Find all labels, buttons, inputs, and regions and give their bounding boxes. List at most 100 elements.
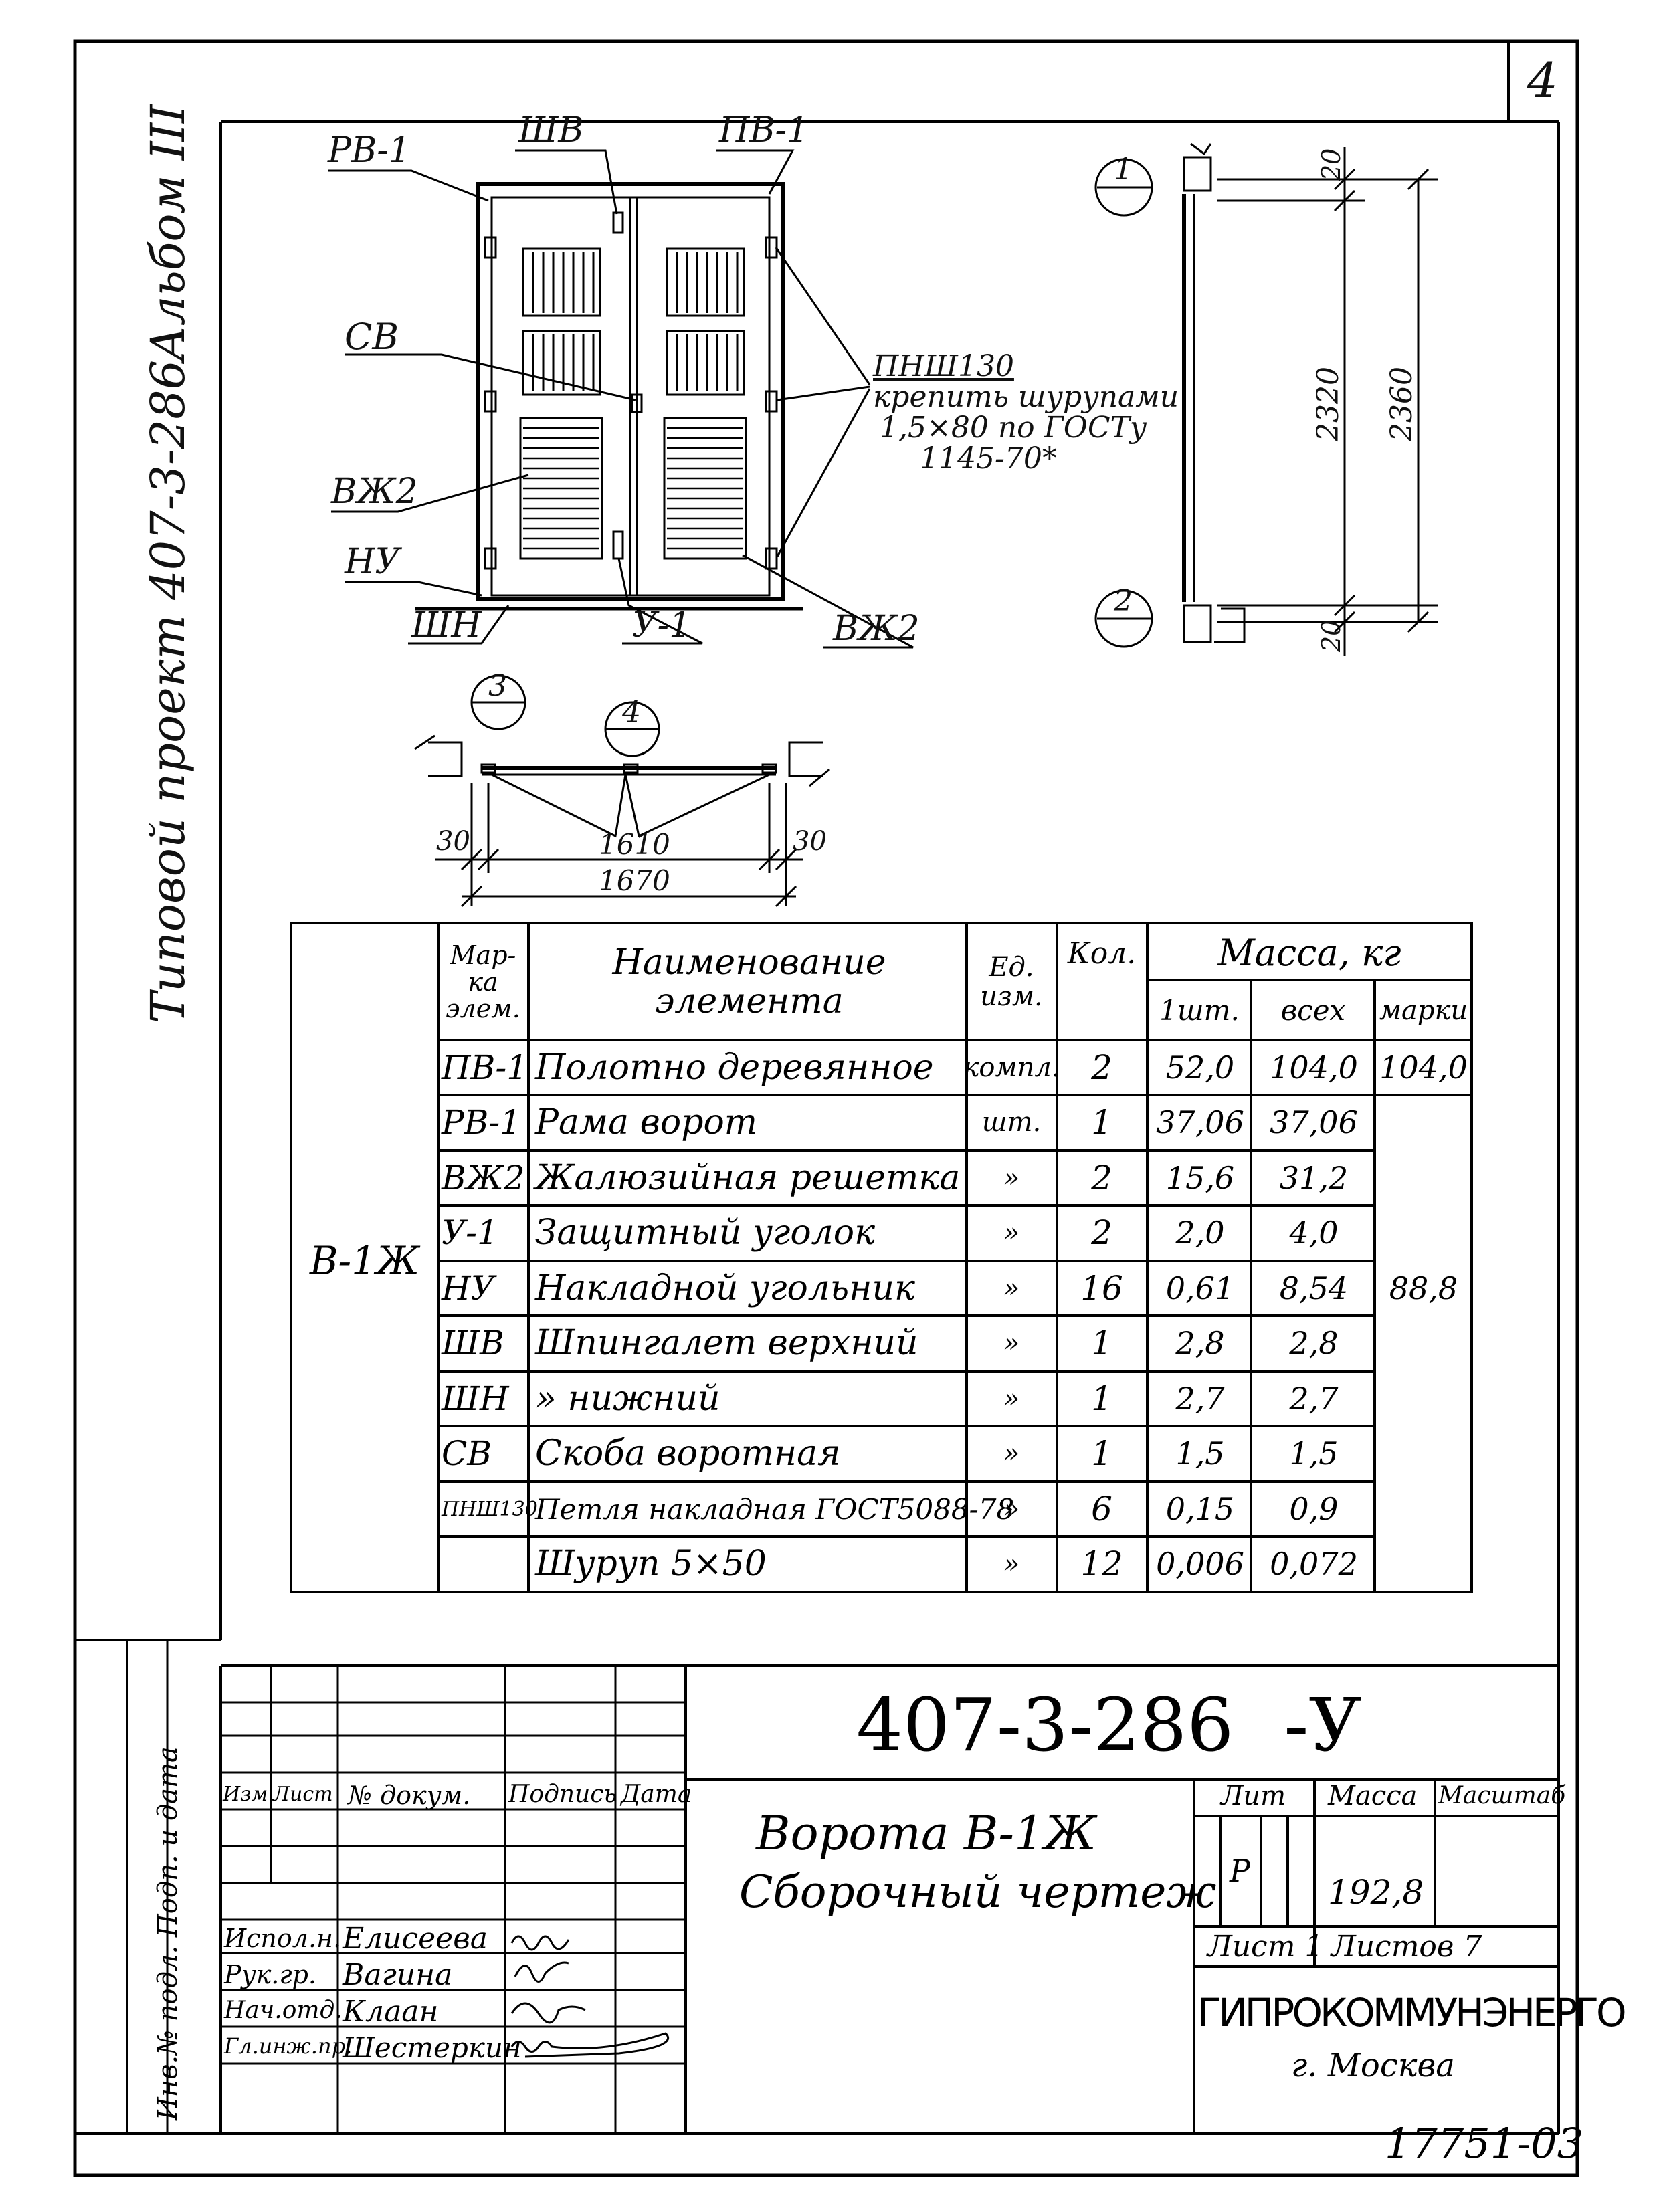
hinge-note-line-1: ПНШ130 [873,349,1014,383]
spec-cell-all: 104,0 [1270,1049,1358,1086]
title-line-1: Ворота В-1Ж [756,1806,1097,1861]
label-u1: У-1 [632,605,692,645]
col-izm: Изм. [223,1783,274,1806]
mass-value: 192,8 [1328,1873,1424,1912]
spec-cell-all: 31,2 [1279,1160,1349,1196]
label-sv: СВ [345,316,399,358]
hinge-note-line-3: 1,5×80 по ГОСТу [880,411,1147,445]
spec-cell-mark: РВ-1 [442,1103,522,1142]
doc-code-main: 407-3-286 [856,1682,1234,1768]
header-mass-mark: марки [1379,995,1468,1026]
doc-code-suffix: -У [1284,1682,1362,1768]
label-vzh2-right: ВЖ2 [833,609,920,649]
title-block-grid [219,1664,1559,2134]
footer-number: 17751-03 [1385,2119,1584,2168]
header-name: Наименование элемента [612,942,886,1021]
spec-cell-mark: НУ [442,1269,495,1308]
spec-cell-mark: У-1 [442,1213,498,1252]
spec-cell-name: Шуруп 5×50 [535,1544,767,1584]
header-qty: Кол. [1067,936,1137,971]
person-name: Елисеева [343,1922,488,1956]
spec-cell-mark [442,1536,527,1591]
spec-cell-unit: » [1003,1383,1020,1414]
header-mass: Масса, кг [1217,931,1401,974]
spec-cell-unit: » [1003,1163,1020,1193]
spec-cell-all: 8,54 [1279,1270,1349,1306]
spec-cell-name: Накладной угольник [535,1268,916,1308]
spec-cell-all: 2,7 [1289,1381,1339,1417]
spec-cell-unit: » [1003,1548,1020,1579]
spec-cell-all: 0,072 [1270,1546,1358,1582]
dim-20-bottom-text: 20 [1316,619,1346,652]
label-vzh2-left: ВЖ2 [331,472,418,512]
label-nu: НУ [345,542,400,582]
spec-cell-name: Жалюзийная решетка [535,1158,961,1198]
section-marker-1: 1 [1114,153,1133,187]
spec-cell-one: 37,06 [1156,1104,1244,1140]
side-label-text: Типовой проект 407-3-286 [140,359,195,1023]
section-marker-4: 4 [622,696,641,730]
spec-cell-mark: ВЖ2 [442,1159,525,1197]
spec-cell-name: » нижний [535,1379,720,1419]
spec-cell-name: Шпингалет верхний [535,1323,918,1363]
spec-cell-unit: » [1003,1217,1020,1248]
spec-cell-name: Полотно деревянное [535,1047,934,1088]
header-unit: Ед. изм. [980,951,1043,1012]
spec-cell-one: 52,0 [1165,1049,1235,1086]
spec-cell-qty: 1 [1091,1434,1112,1473]
label-rv1: РВ-1 [328,130,411,171]
section-marker-3: 3 [488,669,507,703]
spec-cell-all: 0,9 [1289,1491,1339,1527]
section-marker-2: 2 [1114,584,1133,618]
spec-cell-qty: 6 [1091,1490,1112,1528]
hinge-note-line-4: 1145-70* [920,441,1057,476]
spec-cell-one: 2,8 [1175,1325,1225,1361]
side-stamp-text: Инв.№ подл. Подп. и дата [153,1746,183,2120]
person-role: Рук.гр. [224,1960,316,1989]
spec-cell-one: 0,15 [1165,1491,1235,1527]
doc-code: 407-3-286 -У [856,1682,1362,1768]
spec-cell-mark: ШН [442,1379,509,1418]
spec-cell-one: 0,006 [1156,1546,1244,1582]
spec-cell-unit: » [1003,1328,1020,1359]
dim-1670: 1670 [599,864,670,897]
dim-2360-text: 2360 [1385,367,1419,441]
dim-2320-text: 2320 [1311,367,1345,441]
group-label: В-1Ж [309,1238,420,1284]
album-label-text: Альбом III [140,104,195,361]
dim-2360: 2360 [1385,367,1419,441]
spec-cell-name: Петля накладная ГОСТ5088-78 [535,1492,1015,1526]
lit-label: Лит [1221,1781,1286,1811]
title-line-2: Сборочный чертеж [739,1866,1217,1918]
col-sign: Подпись [508,1781,617,1808]
header-mass-all: всех [1280,994,1346,1027]
spec-cell-name: Скоба воротная [535,1433,841,1474]
sheets-label: Листов 7 [1331,1930,1482,1964]
spec-cell-qty: 1 [1091,1379,1112,1418]
spec-cell-one: 15,6 [1165,1160,1235,1196]
label-pv1: ПВ-1 [719,110,809,150]
dim-30-left: 30 [436,826,470,857]
label-shv: ШВ [518,110,584,150]
spec-cell-brand: 104,0 [1379,1049,1468,1086]
mass-label: Масса [1328,1781,1418,1811]
spec-cell-qty: 2 [1091,1159,1112,1197]
spec-cell-all: 1,5 [1289,1435,1339,1472]
album-label: Альбом III [140,104,195,361]
person-name: Клаан [343,1995,439,2029]
spec-cell-all: 2,8 [1289,1325,1339,1361]
spec-cell-name: Защитный уголок [535,1213,876,1253]
person-role: Нач.отд. [224,1997,343,2024]
hinge-note: ПНШ130 крепить шурупами 1,5×80 по ГОСТу … [873,351,1179,474]
spec-cell-qty: 1 [1091,1324,1112,1363]
spec-cell-all: 37,06 [1270,1104,1358,1140]
dim-30-right: 30 [793,826,827,857]
spec-cell-mark: СВ [442,1434,492,1473]
gate-elevation [415,182,803,611]
col-doc: № докум. [348,1781,471,1810]
header-mark: Мар-ка элем. [446,940,520,1023]
header-mass-one: 1шт. [1159,994,1240,1027]
spec-cell-qty: 12 [1080,1544,1123,1583]
city: г. Москва [1291,2047,1455,2084]
